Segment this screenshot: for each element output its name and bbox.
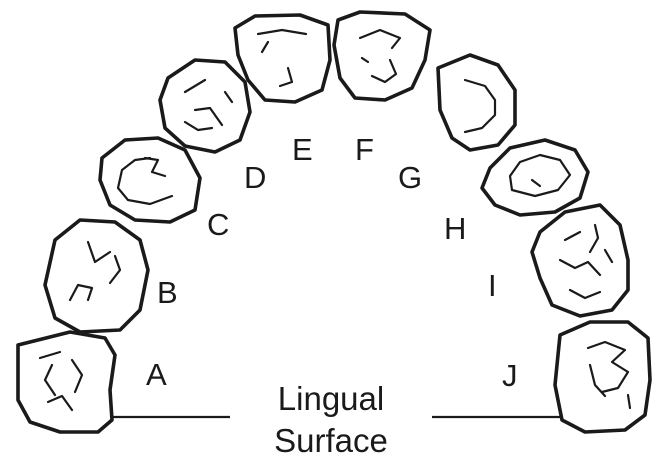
tooth-label-d: D	[244, 160, 266, 195]
tooth-label-c: C	[207, 207, 229, 242]
tooth-h	[482, 140, 588, 215]
tooth-f	[334, 12, 430, 100]
tooth-label-e: E	[292, 132, 313, 167]
tooth-label-f: F	[355, 132, 374, 167]
tooth-a	[18, 332, 115, 432]
tooth-label-h: H	[444, 211, 466, 246]
tooth-label-g: G	[398, 160, 422, 195]
tooth-j	[555, 322, 650, 432]
tooth-g	[438, 55, 515, 150]
caption-surface: Surface	[274, 422, 388, 459]
tooth-label-i: I	[488, 268, 497, 303]
tooth-label-j: J	[502, 358, 518, 393]
tooth-b	[45, 220, 148, 332]
tooth-i	[532, 205, 628, 316]
caption-lingual: Lingual	[278, 380, 384, 417]
tooth-label-b: B	[157, 275, 178, 310]
tooth-d	[160, 60, 250, 152]
tooth-label-a: A	[146, 357, 167, 392]
tooth-e	[235, 15, 330, 102]
tooth-c	[100, 138, 200, 222]
